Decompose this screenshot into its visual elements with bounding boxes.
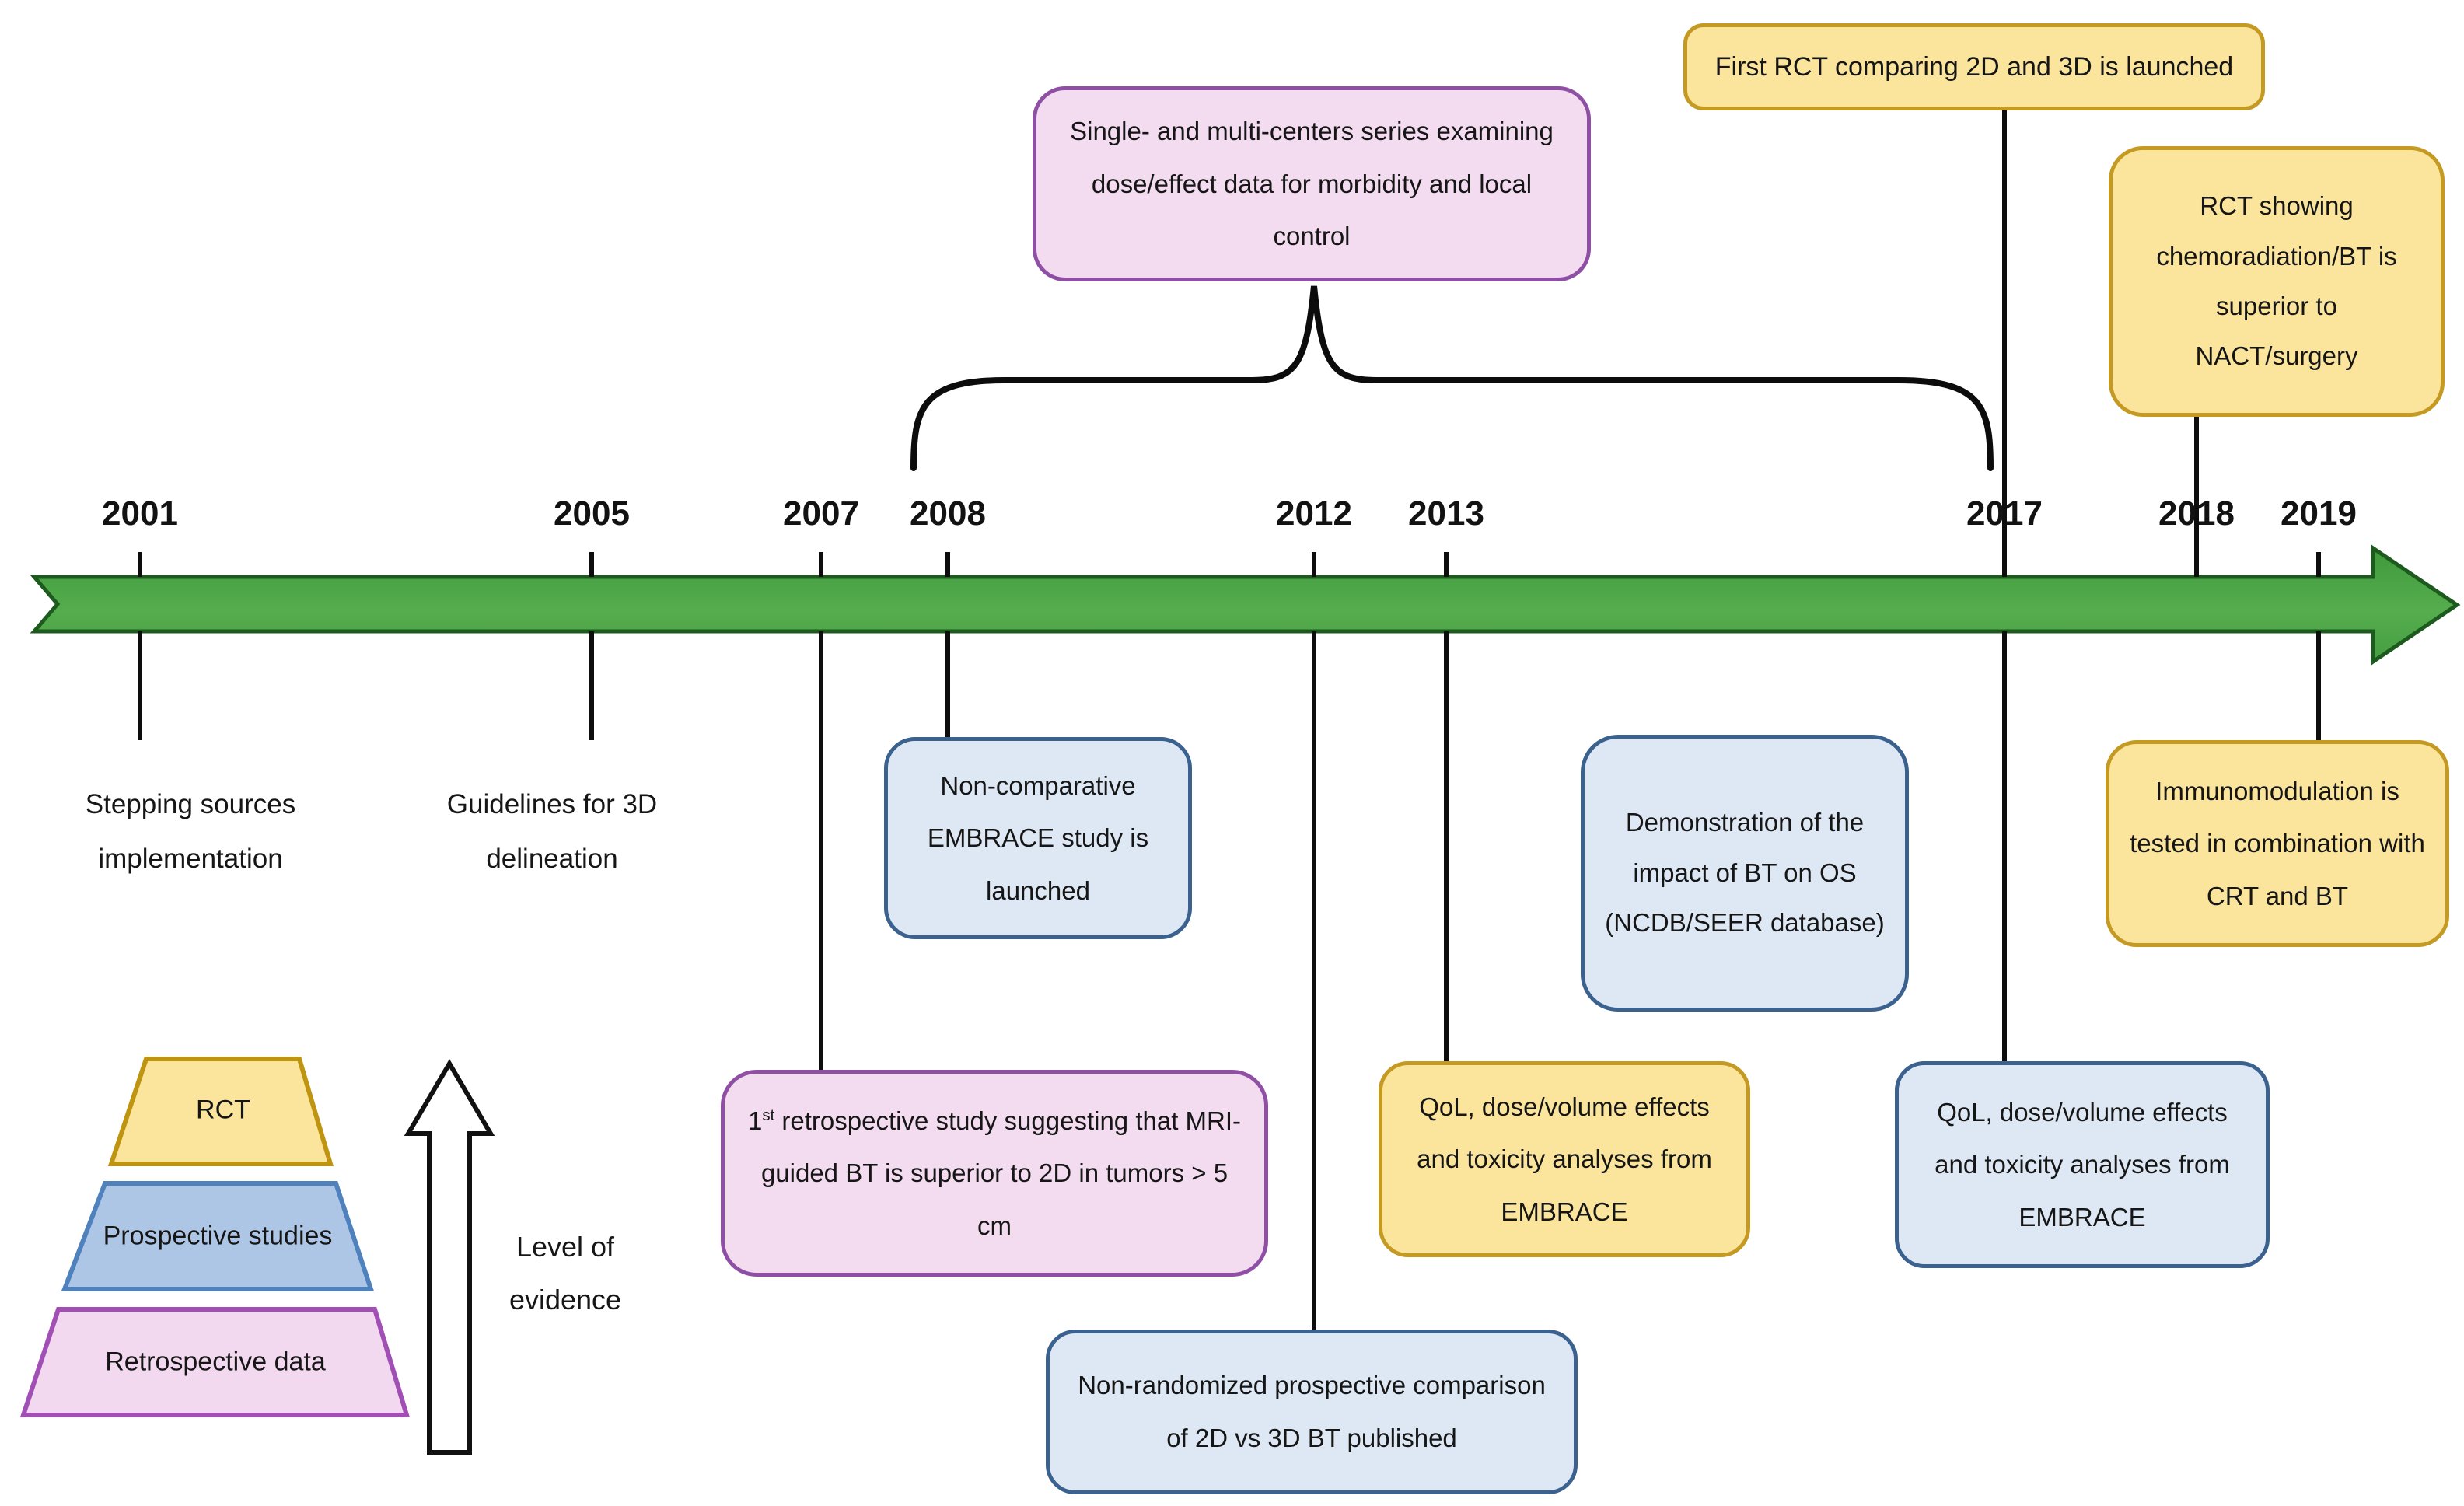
event-box-embrace-launch-text: Non-comparative EMBRACE study is launche…	[927, 770, 1149, 905]
year-label-2008: 2008	[910, 494, 986, 533]
event-box-series: Single- and multi-centers series examini…	[1033, 86, 1591, 281]
legend-rct-shape	[107, 1057, 334, 1166]
event-box-immuno: Immunomodulation is tested in combinatio…	[2106, 740, 2449, 947]
event-box-qol-2017-text: QoL, dose/volume effects and toxicity an…	[1935, 1097, 2230, 1232]
event-box-demonstration-os: Demonstration of the impact of BT on OS …	[1581, 735, 1909, 1012]
legend-prospective-shape	[61, 1181, 375, 1291]
guidelines-label: Guidelines for 3D delineation	[446, 789, 658, 874]
event-box-rct-chemo: RCT showing chemoradiation/BT is superio…	[2109, 146, 2445, 417]
year-label-2007: 2007	[783, 494, 859, 533]
event-box-immuno-text: Immunomodulation is tested in combinatio…	[2130, 776, 2425, 910]
event-box-nonrandomized-text: Non-randomized prospective comparison of…	[1078, 1371, 1546, 1452]
year-label-2001: 2001	[102, 494, 178, 533]
event-box-series-text: Single- and multi-centers series examini…	[1070, 117, 1554, 251]
year-label-2018: 2018	[2158, 494, 2235, 533]
ordinal-superscript: st	[762, 1106, 775, 1124]
legend-prospective-label: Prospective studies	[103, 1221, 333, 1251]
year-label-2012: 2012	[1276, 494, 1352, 533]
curly-brace	[910, 285, 1994, 471]
timeline-arrow-band	[30, 544, 2461, 666]
event-box-qol-2013-text: QoL, dose/volume effects and toxicity an…	[1417, 1092, 1712, 1226]
event-box-first-rct: First RCT comparing 2D and 3D is launche…	[1683, 23, 2265, 110]
level-of-evidence-arrow	[404, 1059, 495, 1455]
event-box-retro-2007: 1st retrospective study suggesting that …	[721, 1070, 1268, 1277]
event-box-rct-chemo-text: RCT showing chemoradiation/BT is superio…	[2156, 191, 2397, 371]
event-box-demonstration-os-text: Demonstration of the impact of BT on OS …	[1605, 808, 1885, 938]
event-box-embrace-launch: Non-comparative EMBRACE study is launche…	[884, 737, 1192, 939]
level-of-evidence-label: Level of evidence	[509, 1231, 622, 1316]
year-label-2019: 2019	[2281, 494, 2357, 533]
legend-retrospective-label: Retrospective data	[105, 1347, 326, 1377]
year-label-2017: 2017	[1966, 494, 2043, 533]
year-label-2005: 2005	[554, 494, 630, 533]
event-box-nonrandomized: Non-randomized prospective comparison of…	[1046, 1330, 1578, 1494]
event-box-first-rct-text: First RCT comparing 2D and 3D is launche…	[1714, 51, 2234, 82]
event-box-retro-2007-text: 1st retrospective study suggesting that …	[747, 1106, 1242, 1240]
year-label-2013: 2013	[1408, 494, 1484, 533]
legend-retrospective-shape	[19, 1307, 411, 1417]
legend-rct-label: RCT	[196, 1095, 250, 1125]
event-box-qol-2013: QoL, dose/volume effects and toxicity an…	[1379, 1061, 1750, 1257]
event-box-qol-2017: QoL, dose/volume effects and toxicity an…	[1895, 1061, 2270, 1268]
stepping-sources-label: Stepping sources implementation	[85, 789, 296, 874]
